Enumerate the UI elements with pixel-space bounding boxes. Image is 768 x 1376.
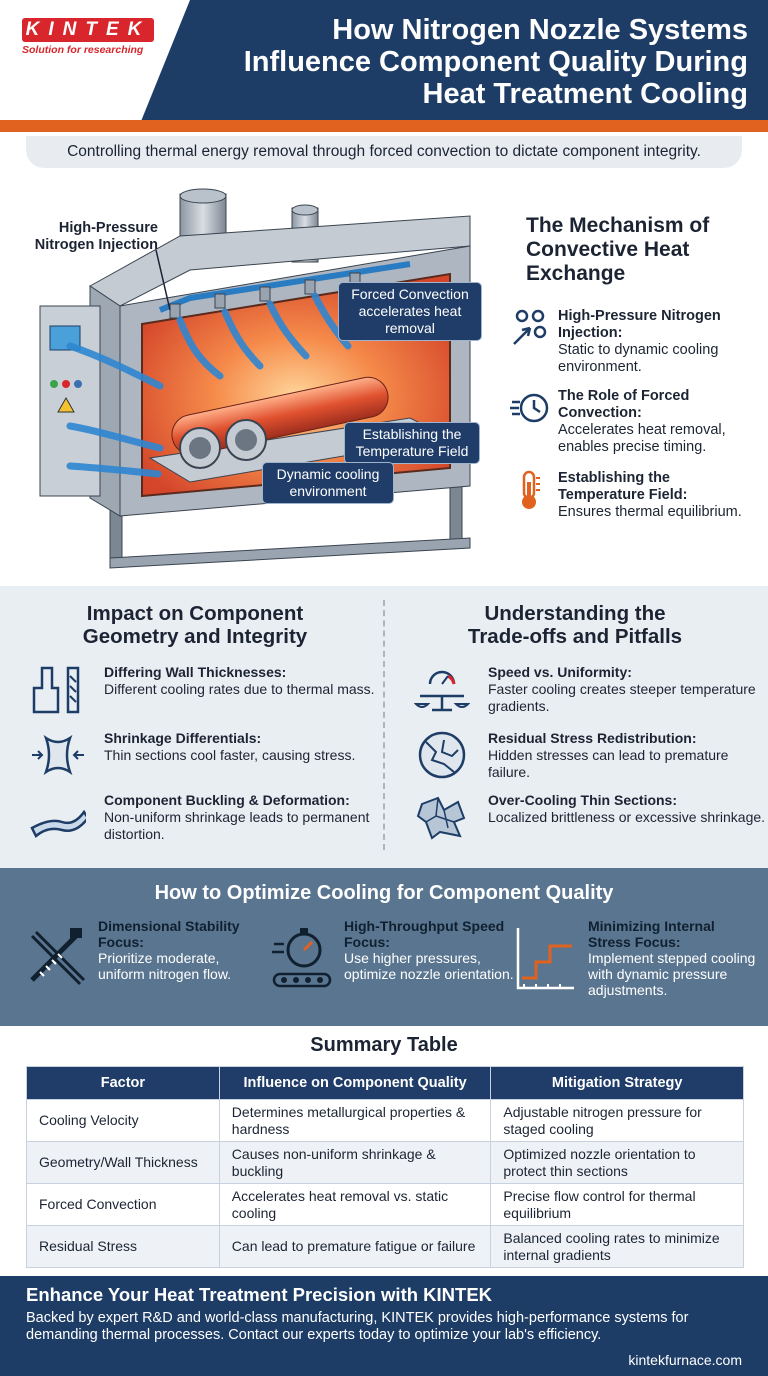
furnace-illustration: High-Pressure Nitrogen Injection Forced … xyxy=(30,186,500,576)
table-cell: Residual Stress xyxy=(26,1225,220,1268)
callout-forced-convection: Forced Convection accelerates heat remov… xyxy=(338,282,482,341)
mechanism-title: The Mechanism of Convective Heat Exchang… xyxy=(526,214,710,285)
page-title: How Nitrogen Nozzle Systems Influence Co… xyxy=(243,14,748,110)
step-graph-icon xyxy=(516,928,574,990)
gauge-scale-icon xyxy=(414,670,470,712)
stopwatch-conveyor-icon xyxy=(272,928,332,988)
table-cell: Determines metallurgical properties & ha… xyxy=(218,1099,492,1142)
nozzle-dots-icon xyxy=(513,309,547,345)
callout-dynamic-cooling: Dynamic cooling environment xyxy=(262,462,394,504)
table-cell: Forced Convection xyxy=(26,1183,220,1226)
kintek-logo[interactable]: KINTEK xyxy=(22,18,154,42)
table-cell: Cooling Velocity xyxy=(26,1099,220,1142)
column-header: Factor xyxy=(26,1066,220,1100)
label-nitrogen-injection: High-Pressure Nitrogen Injection xyxy=(34,220,158,253)
optimize-item: Dimensional Stability Focus:Prioritize m… xyxy=(26,918,271,1013)
shattered-part-icon xyxy=(416,796,466,840)
optimize-item: Minimizing Internal Stress Focus:Impleme… xyxy=(516,918,761,1013)
impact-title: Impact on Component Geometry and Integri… xyxy=(82,602,308,648)
summary-table-title: Summary Table xyxy=(310,1034,458,1056)
footer-url-link[interactable]: kintekfurnace.com xyxy=(628,1352,742,1368)
buckled-plate-icon xyxy=(30,809,86,838)
table-cell: Balanced cooling rates to minimize inter… xyxy=(490,1225,744,1268)
shrinkage-icon xyxy=(32,734,84,776)
summary-table: Factor Influence on Component Quality Mi… xyxy=(26,1066,744,1268)
table-cell: Optimized nozzle orientation to protect … xyxy=(490,1141,744,1184)
page-subtitle: Controlling thermal energy removal throu… xyxy=(26,136,742,168)
footer-body: Backed by expert R&D and world-class man… xyxy=(26,1310,689,1343)
clock-speed-icon xyxy=(510,393,549,423)
thermometer-icon xyxy=(522,470,540,509)
logo-tagline: Solution for researching xyxy=(22,44,144,56)
table-header-row: Factor Influence on Component Quality Mi… xyxy=(26,1066,744,1100)
table-row: Geometry/Wall Thickness Causes non-unifo… xyxy=(26,1141,744,1184)
optimize-section xyxy=(0,868,768,1026)
table-cell: Accelerates heat removal vs. static cool… xyxy=(218,1183,492,1226)
callout-temperature-field: Establishing the Temperature Field xyxy=(344,422,480,464)
tradeoffs-title: Understanding the Trade-offs and Pitfall… xyxy=(467,602,683,648)
table-cell: Geometry/Wall Thickness xyxy=(26,1141,220,1184)
footer-heading: Enhance Your Heat Treatment Precision wi… xyxy=(26,1284,493,1305)
header-banner: KINTEK Solution for researching How Nitr… xyxy=(0,0,768,132)
column-header: Mitigation Strategy xyxy=(490,1066,744,1100)
wall-thickness-icon xyxy=(32,666,80,714)
column-header: Influence on Component Quality xyxy=(218,1066,492,1100)
caliper-ruler-icon xyxy=(30,928,86,986)
optimize-title: How to Optimize Cooling for Component Qu… xyxy=(154,882,614,904)
cracked-disc-icon xyxy=(418,731,466,779)
table-row: Forced Convection Accelerates heat remov… xyxy=(26,1183,744,1226)
table-cell: Causes non-uniform shrinkage & buckling xyxy=(218,1141,492,1184)
header-accent-stripe xyxy=(0,120,768,132)
section-divider xyxy=(383,600,385,850)
table-cell: Adjustable nitrogen pressure for staged … xyxy=(490,1099,744,1142)
optimize-item: High-Throughput Speed Focus:Use higher p… xyxy=(272,918,517,1013)
table-row: Residual Stress Can lead to premature fa… xyxy=(26,1225,744,1268)
table-cell: Precise flow control for thermal equilib… xyxy=(490,1183,744,1226)
table-cell: Can lead to premature fatigue or failure xyxy=(218,1225,492,1268)
footer-banner: Enhance Your Heat Treatment Precision wi… xyxy=(0,1276,768,1376)
table-row: Cooling Velocity Determines metallurgica… xyxy=(26,1099,744,1142)
